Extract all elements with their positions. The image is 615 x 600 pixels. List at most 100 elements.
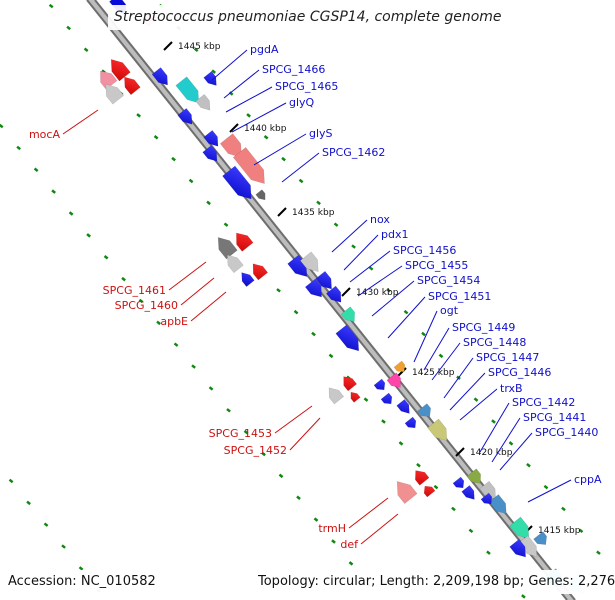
reverse-gene-shape (423, 485, 436, 498)
scale-dot (43, 522, 49, 527)
scale-dot (491, 419, 496, 424)
forward-gene-label: SPCG_1447 (476, 351, 539, 364)
forward-gene (466, 468, 481, 484)
length-value: 2,209,198 bp (433, 574, 520, 589)
reverse-gene (105, 83, 125, 105)
scale-dot (243, 429, 249, 435)
genes-value: 2,276 (577, 574, 615, 589)
scale-dot (508, 441, 514, 446)
scale-dot (211, 69, 216, 74)
length-label: Length: (379, 574, 429, 589)
forward-gene (396, 399, 410, 414)
scale-dot (386, 288, 391, 293)
forward-label-pointer (211, 49, 248, 81)
forward-gene-label: pdx1 (381, 228, 408, 241)
scale-dots (0, 3, 601, 599)
reverse-gene-shape (350, 391, 361, 403)
forward-gene-label: SPCG_1449 (452, 321, 515, 334)
reverse-label-pointer (360, 513, 399, 545)
forward-label-pointer (231, 102, 287, 133)
topology-label: Topology: (258, 574, 319, 589)
forward-gene-shape (373, 378, 386, 391)
forward-gene (203, 71, 217, 86)
forward-label-pointer (413, 310, 438, 363)
scale-dot (403, 309, 409, 315)
forward-label-pointer (449, 372, 486, 411)
scale-dot (333, 222, 339, 227)
forward-gene (195, 93, 211, 111)
scale-dot (313, 517, 319, 522)
forward-label-pointer (253, 133, 307, 166)
reverse-gene (110, 59, 131, 82)
forward-label-pointer (357, 265, 403, 297)
scale-dot (246, 113, 251, 118)
forward-gene-label: SPCG_1455 (405, 259, 468, 272)
kbp-tick-label: 1435 kbp (292, 208, 335, 218)
scale-dot (156, 320, 161, 326)
genome-summary: Topology: circular; Length: 2,209,198 bp… (258, 574, 615, 589)
forward-gene-label: SPCG_1465 (275, 80, 338, 93)
scale-dot (223, 222, 229, 227)
scale-dot (263, 135, 269, 140)
scale-dot (486, 550, 491, 555)
reverse-gene (236, 232, 254, 252)
forward-gene-shape (509, 538, 526, 558)
scale-dot (153, 135, 159, 140)
scale-dot (398, 441, 404, 446)
kbp-tick-mark (277, 207, 287, 217)
forward-gene (380, 392, 393, 405)
kbp-tick-label: 1430 kbp (356, 288, 399, 298)
reverse-gene-shape (227, 254, 244, 274)
forward-gene-shape (404, 416, 417, 429)
reverse-gene-label: def (340, 538, 359, 551)
scale-dot (83, 47, 89, 53)
forward-gene-shape (452, 476, 465, 489)
scale-dot (473, 397, 479, 402)
forward-gene-shape (393, 360, 406, 373)
kbp-tick-mark (163, 41, 173, 51)
scale-dot (368, 266, 374, 271)
forward-gene (255, 189, 266, 201)
scale-dot (33, 167, 39, 173)
forward-gene-label: SPCG_1448 (463, 336, 526, 349)
forward-gene (175, 76, 200, 104)
reverse-gene-label: trmH (318, 522, 346, 535)
scale-dot (311, 331, 316, 337)
forward-gene-label: SPCG_1442 (512, 396, 575, 409)
forward-gene-shape (222, 165, 252, 200)
forward-gene (340, 306, 355, 322)
forward-gene (203, 129, 219, 147)
scale-dot (331, 539, 336, 544)
forward-gene (304, 278, 322, 298)
reverse-gene (241, 272, 255, 287)
forward-gene (404, 416, 417, 429)
kbp-tick-label: 1415 kbp (538, 526, 581, 536)
scale-dot (526, 462, 531, 468)
reverse-label-pointer (168, 261, 207, 291)
scale-dot (421, 331, 426, 337)
kbp-tick-mark (455, 447, 465, 457)
forward-gene-shape (466, 468, 481, 484)
reverse-gene-shape (217, 237, 238, 260)
forward-gene (533, 531, 547, 545)
forward-gene-shape (299, 251, 319, 273)
scale-dot (193, 47, 199, 53)
scale-dot (26, 500, 31, 506)
forward-gene-shape (325, 285, 342, 303)
forward-label-pointer (443, 357, 474, 399)
forward-gene (417, 403, 431, 417)
forward-gene-label: SPCG_1462 (322, 146, 385, 159)
scale-dot (596, 550, 601, 555)
forward-gene (325, 285, 342, 303)
scale-dot (451, 506, 456, 512)
forward-gene (335, 324, 360, 352)
reverse-gene-shape (110, 59, 131, 82)
scale-dot (351, 244, 356, 249)
forward-gene (373, 378, 386, 391)
scale-dot (191, 364, 196, 369)
forward-gene-label: nox (370, 213, 390, 226)
forward-gene-shape (151, 67, 168, 86)
reverse-gene-label: mocA (29, 128, 60, 141)
reverse-label-pointer (180, 277, 215, 306)
forward-gene-shape (417, 403, 431, 417)
